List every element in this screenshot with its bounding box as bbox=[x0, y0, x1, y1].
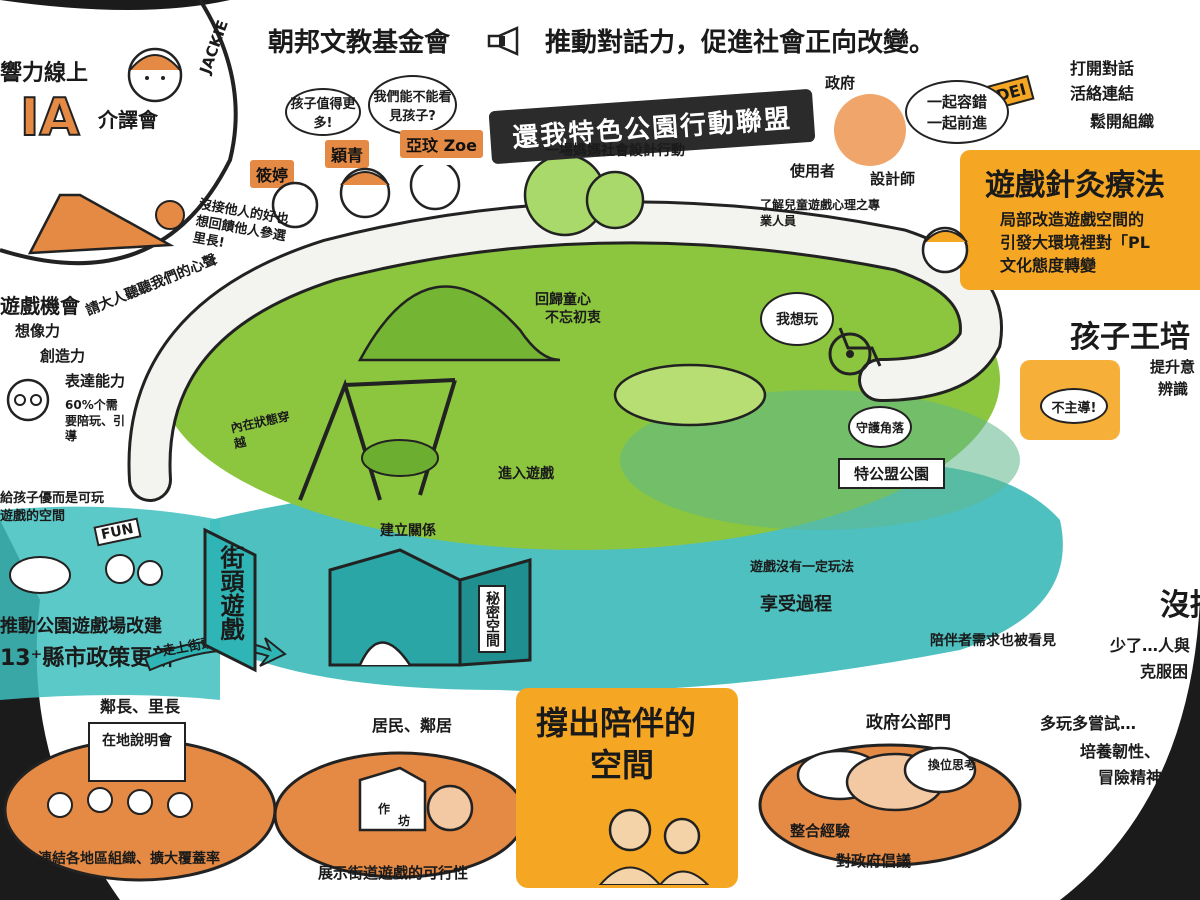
park-ground-shade bbox=[620, 390, 1020, 530]
ability-expression: 表達能力 bbox=[65, 372, 126, 390]
dialogue-bubbles bbox=[790, 740, 980, 834]
ability-imagination: 想像力 bbox=[15, 322, 61, 340]
kids-king-line1: 提升意 bbox=[1150, 358, 1196, 376]
right-item-3: 鬆開組織 bbox=[1090, 112, 1155, 131]
climbing-mound bbox=[357, 285, 561, 362]
acupuncture-desc: 局部改造遊戲空間的 引發大環境裡對「PL 文化態度轉變 bbox=[1000, 210, 1150, 276]
child-mind: 回歸童心不忘初衷 bbox=[535, 292, 601, 326]
stat-companion: 60%个需要陪玩、引導 bbox=[65, 398, 126, 444]
connect-orgs: 連結各地區組織、擴大覆蓋率 bbox=[38, 851, 220, 867]
alliance-subtitle: 一場媽媽社會設計行動 bbox=[545, 143, 685, 159]
dei-user: 使用者 bbox=[790, 162, 836, 180]
secret-space-sign: 秘密空間 bbox=[478, 585, 506, 653]
leader-label: 鄰長、里長 bbox=[100, 697, 181, 716]
box-label-1: 作 bbox=[378, 802, 391, 816]
top-left-frame bbox=[0, 0, 238, 266]
two-figures bbox=[590, 800, 720, 889]
companion-need: 陪伴者需求也被看見 bbox=[930, 633, 1056, 649]
cardboard-boxes bbox=[320, 530, 540, 674]
demo-feasibility: 展示街道遊戲的可行性 bbox=[318, 864, 469, 882]
speech-bubble-p3: 我們能不能看見孩子? bbox=[368, 75, 457, 135]
foundation-name: 朝邦文教基金會 bbox=[268, 28, 451, 58]
enter-game-label: 進入遊戲 bbox=[498, 466, 554, 482]
i-want-to-play-bubble: 我想玩 bbox=[760, 292, 834, 346]
spinner-bowl bbox=[613, 363, 767, 427]
dei-designer: 設計師 bbox=[870, 170, 916, 188]
person-name-p1: 筱婷 bbox=[250, 160, 295, 188]
jackie-avatar bbox=[120, 40, 190, 124]
net-swing bbox=[361, 439, 439, 477]
online-label: 響力線上 bbox=[0, 61, 89, 86]
gov-sector-label: 政府公部門 bbox=[866, 713, 951, 733]
street-game-sign-text: 街頭遊戲 bbox=[216, 545, 244, 641]
ability-creativity: 創造力 bbox=[40, 347, 86, 365]
center-title-1: 撐出陪伴的 bbox=[536, 704, 697, 742]
briefing-board: 在地說明會 bbox=[88, 722, 186, 782]
person-name-p2: 穎青 bbox=[325, 140, 370, 168]
residents-label: 居民、鄰居 bbox=[372, 716, 453, 735]
event-tag: IA bbox=[19, 87, 81, 149]
corner-dark-right bbox=[1060, 600, 1200, 900]
right-bottom-line1: 少了…人與 bbox=[1110, 636, 1191, 655]
right-bottom-title: 沒搞 bbox=[1160, 588, 1200, 623]
policy-line-1: 推動公園遊戲場改建 bbox=[0, 616, 162, 637]
specialist-avatar bbox=[915, 220, 975, 294]
not-dominate-bubble: 不主導! bbox=[1040, 388, 1108, 424]
try-more: 多玩多嘗試… bbox=[1040, 714, 1137, 733]
space-note: 給孩子優而是可玩遊戲的空間 bbox=[0, 491, 105, 524]
enjoy-process: 享受過程 bbox=[760, 594, 832, 615]
dei-government: 政府 bbox=[825, 74, 856, 92]
right-bottom-line2: 克服困 bbox=[1140, 662, 1189, 681]
corner-dark-top bbox=[0, 0, 230, 10]
right-item-1: 打開對話 bbox=[1070, 59, 1135, 78]
resilience: 培養韌性、 bbox=[1080, 742, 1161, 761]
dei-circle bbox=[834, 94, 906, 166]
speech-bubble-p2: 孩子值得更多! bbox=[285, 88, 361, 136]
swap-thinking: 換位思考 bbox=[928, 758, 977, 772]
slogan: 推動對話力，促進社會正向改變。 bbox=[545, 28, 936, 58]
street-game-sign bbox=[195, 525, 265, 675]
megaphone-icon bbox=[485, 26, 529, 60]
box-and-ball bbox=[355, 760, 475, 839]
special-park-sign: 特公盟公園 bbox=[838, 458, 946, 489]
kids-king-line2: 辨識 bbox=[1158, 380, 1189, 398]
center-panel bbox=[516, 688, 738, 888]
kids-playing-illustration bbox=[0, 545, 170, 609]
center-title-2: 空間 bbox=[590, 746, 655, 784]
dei-bubble: 一起容錯一起前進 bbox=[905, 80, 1009, 144]
acupuncture-title: 遊戲針灸療法 bbox=[985, 168, 1165, 203]
box-label-2: 坊 bbox=[398, 814, 411, 828]
kids-king-title: 孩子王培 bbox=[1070, 320, 1190, 355]
adventure-spirit: 冒險精神 bbox=[1098, 768, 1163, 787]
people-group bbox=[265, 159, 485, 249]
slide-illustration bbox=[20, 175, 190, 259]
understand-label: 了解兒童遊戲心理之專業人員 bbox=[760, 198, 881, 228]
game-opportunity-title: 遊戲機會 bbox=[0, 294, 80, 318]
acupuncture-panel bbox=[960, 150, 1200, 290]
no-fixed-rule: 遊戲沒有一定玩法 bbox=[750, 560, 855, 575]
wheelchair-icon bbox=[820, 318, 890, 382]
integrate-experience: 整合經驗 bbox=[790, 822, 851, 840]
person-name-p3: 亞玟 Zoe bbox=[400, 130, 484, 158]
build-relation-label: 建立關係 bbox=[380, 523, 436, 539]
advocate-gov: 對政府倡議 bbox=[836, 852, 912, 870]
event-tag-suffix: 介譯會 bbox=[98, 108, 158, 132]
audience-illustration bbox=[30, 780, 230, 844]
child-with-glasses bbox=[0, 370, 60, 454]
guard-corner-bubble: 守護角落 bbox=[848, 406, 912, 448]
globe-climber-2 bbox=[585, 170, 645, 230]
right-item-2: 活絡連結 bbox=[1070, 84, 1135, 103]
